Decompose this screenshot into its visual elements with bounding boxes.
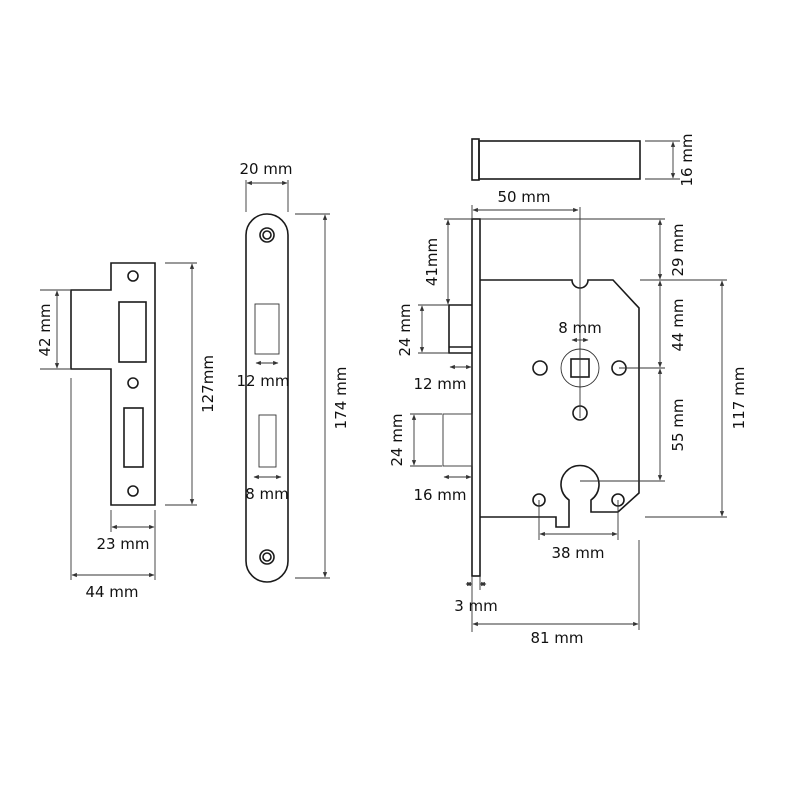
dimension-label: 117 mm [730, 367, 748, 430]
dimension-label: 12 mm [236, 372, 289, 390]
dimension-label: 16 mm [678, 133, 696, 186]
faceplate-outline [245, 213, 289, 583]
dimension-label: 38 mm [551, 544, 604, 562]
bolt-slot [258, 414, 277, 468]
dimension-label: 23 mm [96, 535, 149, 553]
dimension-label: 24 mm [388, 413, 406, 466]
lock-body: 16 mm 50 mm 29 mm 44 mm 55 mm 117 mm 41m… [388, 133, 748, 647]
dimension-label: 8 mm [245, 485, 289, 503]
dimension-label: 127mm [199, 355, 217, 413]
dimension-label: 50 mm [497, 188, 550, 206]
latch-opening [118, 301, 147, 363]
dimension-label: 42 mm [36, 303, 54, 356]
strike-plate: 42 mm 127mm 23 mm 44 mm [36, 262, 217, 601]
screw-hole [262, 230, 272, 240]
latch-slot [254, 303, 280, 355]
dimension-label: 44 mm [669, 298, 687, 351]
dimension-label: 24 mm [396, 303, 414, 356]
faceplate: 20 mm 12 mm 8 mm 174 mm [236, 160, 350, 583]
dimension-label: 3 mm [454, 597, 498, 615]
bolt-head [471, 138, 480, 181]
screw-hole [127, 270, 139, 282]
dimension-label: 16 mm [413, 486, 466, 504]
deadbolt-side-view [478, 140, 641, 180]
dimension-label: 29 mm [669, 223, 687, 276]
screw-hole [127, 377, 139, 389]
dimension-label: 44 mm [85, 583, 138, 601]
dimension-label: 81 mm [530, 629, 583, 647]
dimension-label: 174 mm [332, 367, 350, 430]
deadbolt [442, 413, 473, 467]
dimension-label: 12 mm [413, 375, 466, 393]
dimension-label: 41mm [423, 238, 441, 286]
dimension-label: 8 mm [558, 319, 602, 337]
dimension-label: 20 mm [239, 160, 292, 178]
case-outline [480, 279, 640, 528]
strike-plate-outline [70, 262, 156, 506]
fixing-hole [532, 360, 548, 376]
latch-bolt [448, 304, 472, 354]
bolt-opening [123, 407, 144, 468]
screw-hole [262, 552, 272, 562]
forend [471, 218, 481, 577]
dimension-label: 55 mm [669, 398, 687, 451]
screw-hole [127, 485, 139, 497]
